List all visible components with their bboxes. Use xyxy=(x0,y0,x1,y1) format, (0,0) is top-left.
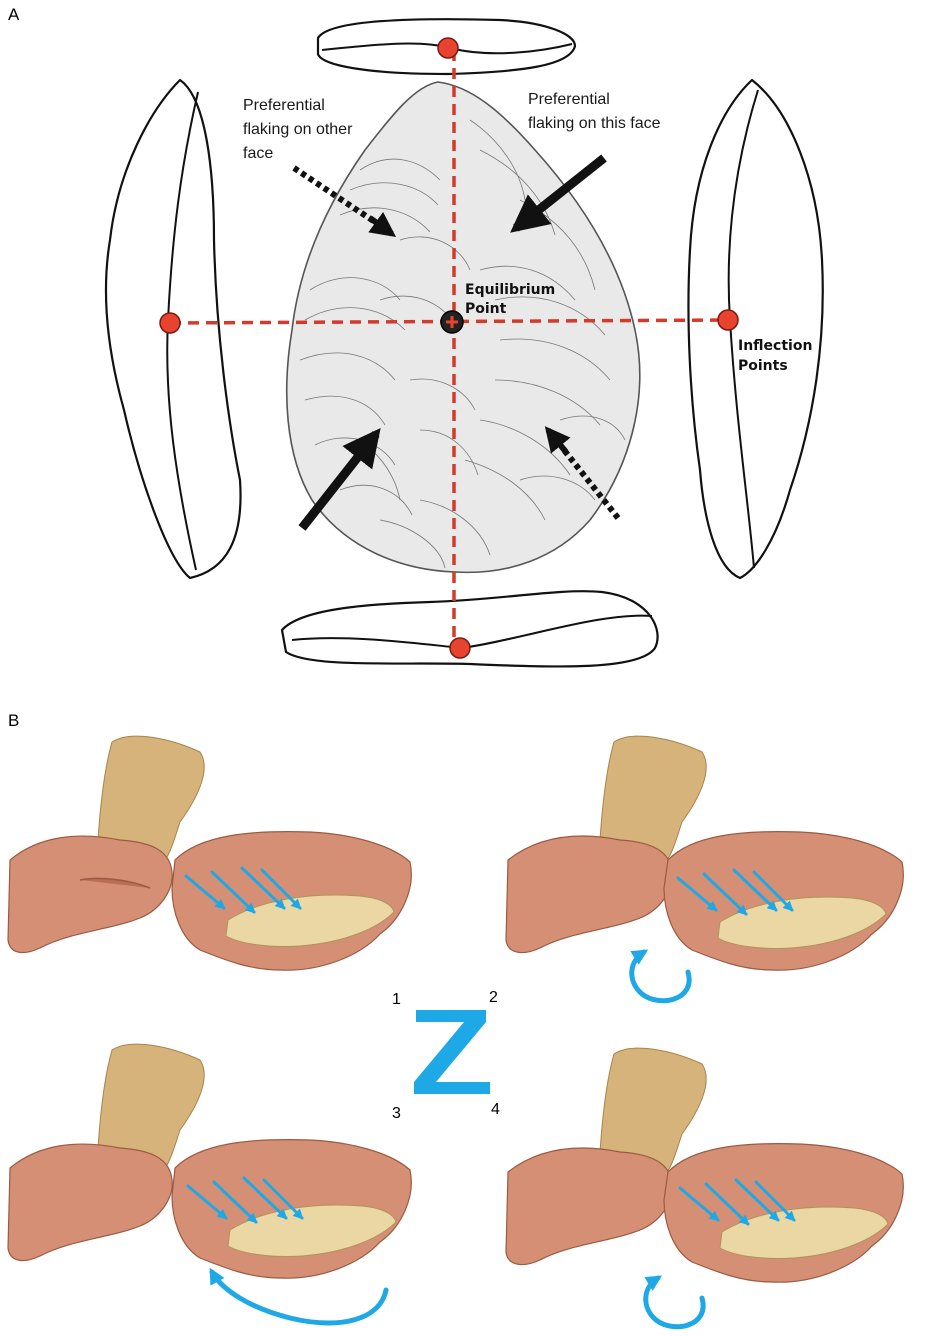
inflection-point-left xyxy=(160,313,180,333)
inflection-point-right xyxy=(718,310,738,330)
right-cross-section xyxy=(688,80,822,578)
equilibrium-point-marker xyxy=(441,311,463,333)
bottom-cross-section xyxy=(282,591,658,666)
knapping-photo-2 xyxy=(506,736,903,1001)
rotation-arrow xyxy=(212,1272,386,1323)
handaxe-outline xyxy=(287,82,640,572)
knapping-photo-3 xyxy=(8,1044,411,1323)
left-hand xyxy=(506,836,672,952)
knapping-photo-1 xyxy=(8,736,411,970)
equilibrium-label-2: Point xyxy=(465,301,507,317)
this-face-label-2: flaking on this face xyxy=(528,115,661,132)
left-hand xyxy=(8,1144,172,1260)
inflection-point-top xyxy=(438,38,458,58)
other-face-label-3: face xyxy=(243,145,273,162)
left-hand xyxy=(8,836,172,952)
other-face-label-1: Preferential xyxy=(243,97,325,114)
z-sequence-diagram: 1 2 3 4 xyxy=(392,989,500,1122)
inflection-label-1: Inflection xyxy=(738,338,812,354)
panel-b-label: B xyxy=(8,711,19,730)
sequence-number-2: 2 xyxy=(489,989,498,1006)
inflection-label-2: Points xyxy=(738,358,788,374)
panel-a-label: A xyxy=(8,5,20,24)
this-face-label-1: Preferential xyxy=(528,91,610,108)
knapping-photo-4 xyxy=(506,1048,903,1327)
sequence-number-1: 1 xyxy=(392,991,401,1008)
rotation-arrow xyxy=(646,1278,703,1327)
sequence-number-4: 4 xyxy=(491,1101,500,1118)
other-face-label-2: flaking on other xyxy=(243,121,353,138)
equilibrium-label-1: Equilibrium xyxy=(465,282,555,298)
left-hand xyxy=(506,1148,672,1264)
sequence-number-3: 3 xyxy=(392,1105,401,1122)
inflection-point-bottom xyxy=(450,638,470,658)
z-glyph xyxy=(414,1010,490,1094)
rotation-arrow xyxy=(632,952,689,1001)
